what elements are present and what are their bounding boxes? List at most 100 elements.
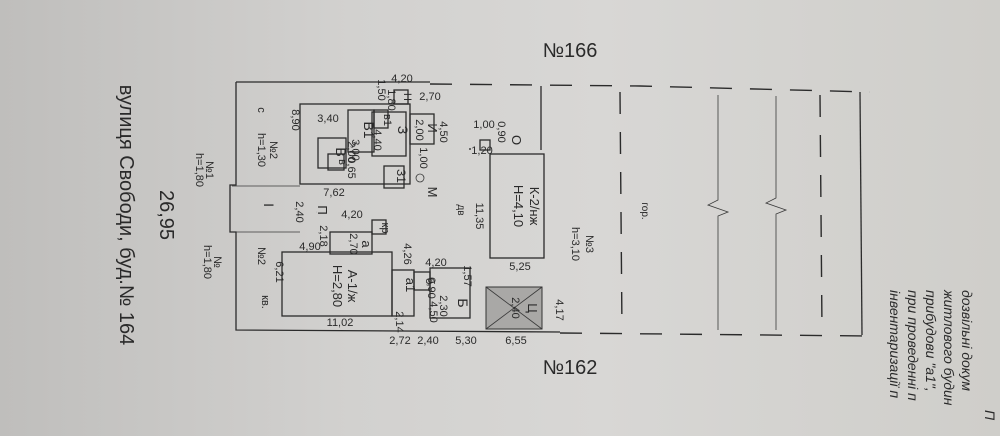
dim: 2,40 [293,201,305,222]
building-Z-label: З [395,126,411,134]
side-text-line: при проведенні п [905,290,921,401]
extension-a [329,231,373,255]
side-text-line: інвентаризації п [887,290,903,398]
dim: 2,40 [417,335,438,347]
dim: 2,30 [437,295,449,316]
building-Z1 [383,165,405,189]
fence-n3: №3 [583,235,595,253]
fence-n6: № [211,256,223,268]
building-B-label: Б [455,298,471,307]
dim: 4,50 [427,301,439,322]
dim: 4,20 [391,73,412,85]
dimension-labels: 4,20 2,70 1,50 1,80 8,90 3,40 3,00 4,40 … [273,73,565,347]
building-K-label: К-2/нж [527,187,542,226]
fence-n2-height: h=1,30 [255,133,267,167]
porch-kr [371,219,387,235]
dim: 1,80 [385,89,397,110]
dim: 4,40 [371,129,383,150]
dim: 11,02 [327,317,354,329]
dim: 3,40 [317,113,338,125]
dim: 2,40 [509,297,521,318]
side-text-line: дозвільні докум [959,290,975,391]
dim: 11,35 [473,203,485,230]
lit-s-label: с [255,107,267,113]
street-address: вулиця Свободи, буд.№ 164 [115,85,137,345]
fence-n2b: №2 [255,247,267,265]
dim: 6,55 [505,335,526,347]
building-O-label: О [509,135,524,145]
dim: 1,00 [417,147,429,168]
garden-divider-1 [619,91,623,333]
yard-I-label: І [261,203,277,207]
well-symbol [415,173,425,183]
fence-n3-height: h=3,10 [569,227,581,261]
dim: 4,20 [341,209,362,221]
building-K-height: Н=4,10 [511,185,526,227]
dim: 2,70 [347,233,359,254]
dim: 2,18 [317,225,329,246]
fence-n6-height: h=1,80 [201,245,213,279]
dim: 1,00 [473,119,494,131]
neighbor-bottom-label: №162 [543,357,598,379]
building-K [489,153,545,259]
building-N-label: Н [401,93,413,101]
building-v1-label: в1 [381,114,393,126]
building-Z1-label: З1 [394,169,408,183]
building-A-label: А-1/ж [345,270,360,303]
dim: 5,25 [509,261,530,273]
street-number: 26,95 [155,190,177,240]
extension-a1 [391,269,415,317]
dim: 2,14 [393,311,405,332]
dim: 1,57 [461,265,473,286]
dim: 2,00 [345,141,357,162]
porch-kr-label: кр [379,223,391,234]
building-Ii [409,113,435,145]
building-v-label: в [336,159,348,165]
side-text-line: прибудови "а1", [923,290,939,392]
building-A-height: Н=2,80 [330,265,345,307]
label-D: Д [315,212,317,213]
dim: 7,62 [323,187,344,199]
garden-P-label: П [315,205,330,214]
dim: 0,65 [345,157,357,178]
building-O [479,139,491,151]
dim: 5,30 [455,335,476,347]
dim: 4,90 [299,241,320,253]
dim: 0,90 [425,277,437,298]
neighbor-top-label: №166 [543,40,598,62]
building-Z [371,111,407,157]
fence-n1-height: h=1,80 [193,153,205,187]
gor-label: гор. [639,202,650,219]
dim: 1,20 [471,145,492,157]
dim: 4,26 [401,243,413,264]
dim: 3,00 [349,139,361,160]
side-text-line: житлового будин [941,289,957,406]
garden-divider-2 [819,94,823,331]
building-Ii-label: И [425,123,440,132]
dim: 2,00 [413,119,425,140]
lot-boundary-bottom-dashed [559,332,871,337]
building-V1 [347,109,375,153]
fence-n2: №2 [267,141,279,159]
break-line-2 [764,96,788,330]
building-Ts-label: Ц [525,303,540,313]
dim: 6,21 [273,261,285,282]
kv-label: кв. [259,295,271,309]
garden-right-line [859,91,863,336]
yard-boundary [469,86,542,150]
building-V-label: В [333,147,349,156]
building-v [327,153,345,171]
dim: 4,20 [425,257,446,269]
side-text-line: П [982,410,998,421]
building-v1 [373,109,389,129]
break-line-1 [706,95,730,330]
lot-boundary-top-dashed [429,83,871,93]
dim: 2,72 [389,335,410,347]
building-V [317,137,347,169]
dim: 2,70 [419,91,440,103]
dim: 0,90 [495,121,507,142]
dim: 4,17 [553,299,565,320]
building-B [429,267,471,319]
